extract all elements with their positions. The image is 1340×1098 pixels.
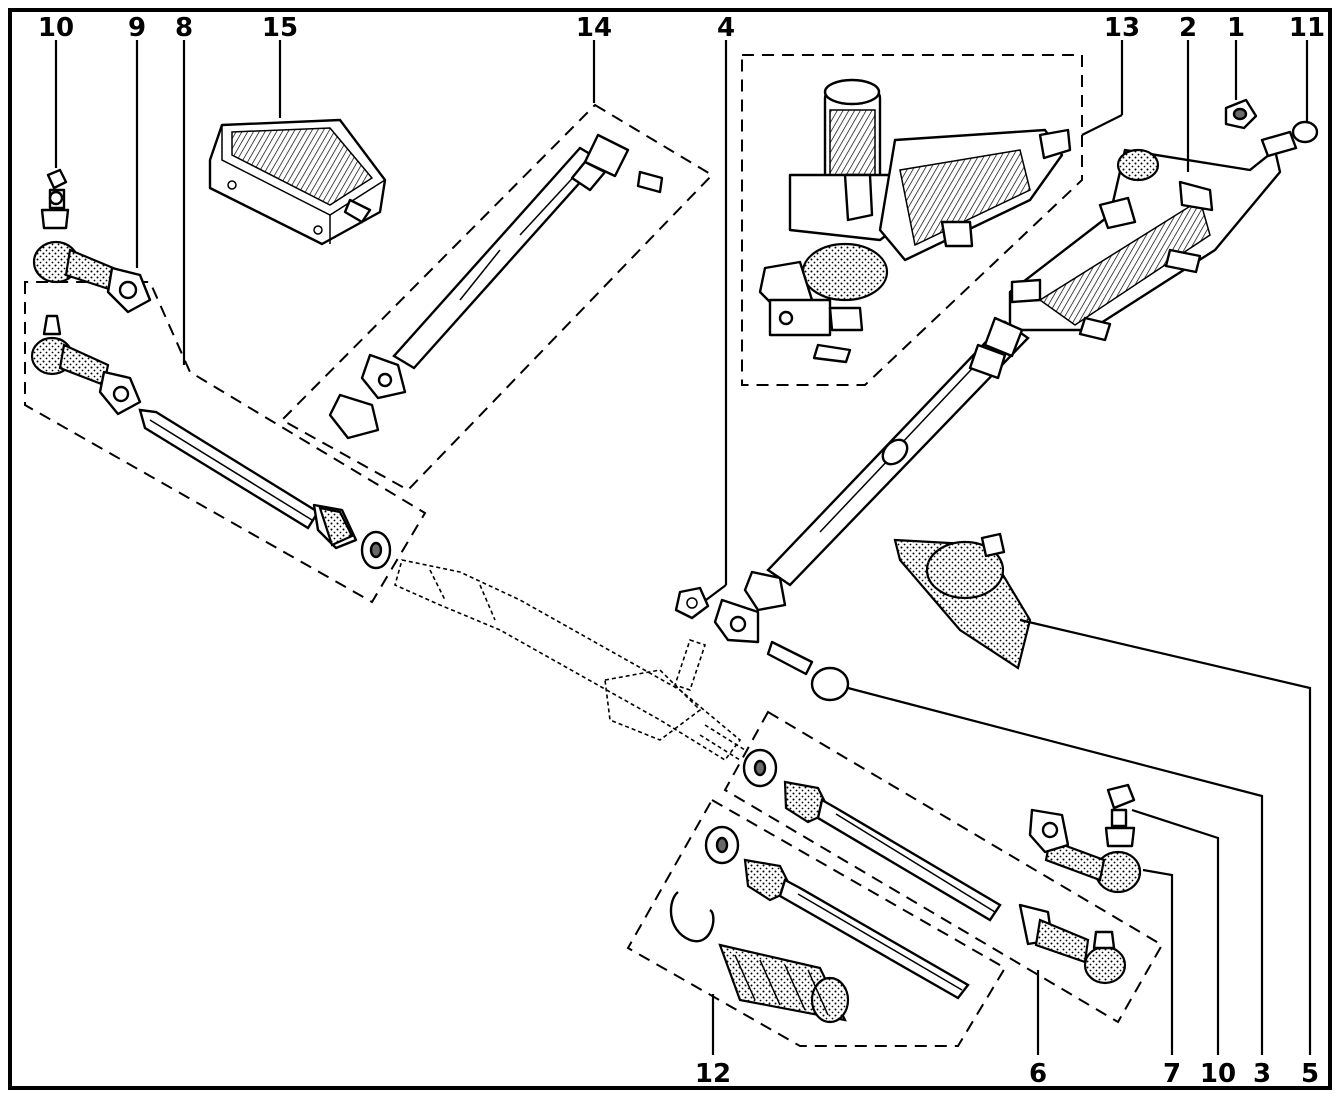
callout-11: 11 xyxy=(1289,13,1325,43)
steering-rack-phantom xyxy=(394,559,746,762)
callout-7: 7 xyxy=(1163,1059,1181,1089)
steering-boot-5 xyxy=(893,532,1032,670)
callout-14: 14 xyxy=(576,13,612,43)
diagram-frame xyxy=(8,8,1332,1090)
leader-10-bottom xyxy=(1131,808,1220,1055)
callout-13: 13 xyxy=(1104,13,1140,43)
leader-lines xyxy=(54,40,1312,1055)
group-outline-13 xyxy=(741,54,1083,386)
callout-1: 1 xyxy=(1227,13,1245,43)
group-outline-12 xyxy=(626,798,1007,1047)
leader-7 xyxy=(1142,868,1174,1055)
electric-motor-unit-13 xyxy=(758,78,1072,364)
tie-rod-with-boot-12 xyxy=(669,825,970,1024)
group-outline-8 xyxy=(24,281,427,604)
callout-9: 9 xyxy=(128,13,146,43)
group-outline-6 xyxy=(723,710,1164,1024)
tie-rod-assembly-8 xyxy=(30,314,392,570)
callout-12: 12 xyxy=(695,1059,731,1089)
callout-10-bottom: 10 xyxy=(1200,1059,1236,1089)
callout-10-top: 10 xyxy=(38,13,74,43)
steering-column-assembly xyxy=(674,98,1319,702)
tie-rod-end-9 xyxy=(32,168,152,314)
callout-6: 6 xyxy=(1029,1059,1047,1089)
control-unit-15 xyxy=(208,118,387,246)
leader-3 xyxy=(847,686,1264,1055)
callout-8: 8 xyxy=(175,13,193,43)
callout-15: 15 xyxy=(262,13,298,43)
leader-5 xyxy=(1019,618,1312,1055)
group-outline-14 xyxy=(280,103,714,492)
callout-labels: 10 9 8 15 14 4 13 2 1 11 12 6 7 10 3 5 xyxy=(38,13,1325,1089)
leader-4-hook xyxy=(705,584,727,601)
callout-5: 5 xyxy=(1301,1059,1319,1089)
callout-2: 2 xyxy=(1179,13,1197,43)
tie-rod-end-7 xyxy=(1028,783,1142,894)
callout-4: 4 xyxy=(717,13,735,43)
tie-rod-assembly-6 xyxy=(742,748,1127,985)
intermediate-shaft-14 xyxy=(328,133,664,440)
leader-13-hook xyxy=(1081,114,1123,136)
callout-3: 3 xyxy=(1253,1059,1271,1089)
